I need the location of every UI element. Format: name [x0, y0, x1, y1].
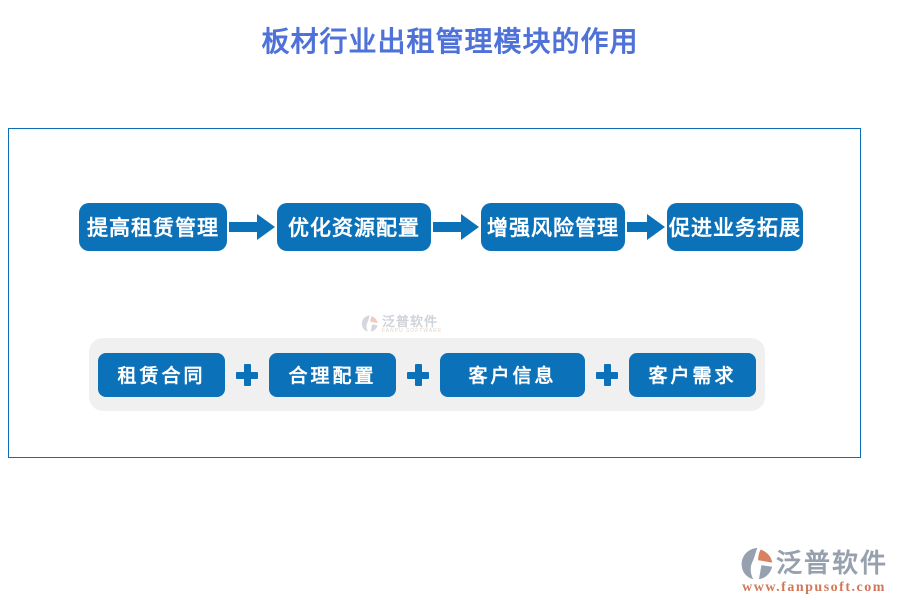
module-item-2: 合理配置 — [269, 352, 396, 397]
flow-step-4: 促进业务拓展 — [667, 203, 803, 251]
diagram-frame: 提高租赁管理 优化资源配置 增强风险管理 促进业务拓展 泛普软件 FANPU S… — [8, 128, 861, 458]
fanpu-logo-icon — [741, 547, 773, 580]
module-item-1: 租赁合同 — [98, 352, 225, 397]
fanpu-logo-icon — [361, 315, 378, 332]
module-item-4: 客户需求 — [629, 352, 756, 397]
watermark: 泛普软件 FANPU SOFTWARE — [361, 315, 442, 334]
brand-name: 泛普软件 — [775, 548, 888, 578]
page-title: 板材行业出租管理模块的作用 — [261, 27, 639, 58]
plus-icon — [407, 363, 429, 386]
benefit-flow-row: 提高租赁管理 优化资源配置 增强风险管理 促进业务拓展 — [79, 203, 803, 251]
watermark-text: 泛普软件 FANPU SOFTWARE — [382, 315, 442, 334]
arrow-right-icon — [433, 214, 479, 240]
flow-step-3: 增强风险管理 — [481, 203, 625, 251]
brand-footer: 泛普软件 www.fanpusoft.com — [740, 547, 888, 596]
brand-url: www.fanpusoft.com — [742, 580, 886, 595]
arrow-right-icon — [229, 214, 275, 240]
flow-step-1: 提高租赁管理 — [79, 203, 227, 251]
plus-icon — [596, 363, 618, 386]
watermark-name: 泛普软件 — [382, 314, 439, 329]
arrow-right-icon — [627, 214, 665, 240]
flow-step-2: 优化资源配置 — [277, 203, 431, 251]
brand-lockup: 泛普软件 — [740, 547, 888, 580]
watermark-subtitle: FANPU SOFTWARE — [382, 328, 443, 334]
plus-icon — [236, 363, 258, 386]
module-panel: 租赁合同 合理配置 客户信息 客户需求 — [89, 338, 765, 411]
module-item-3: 客户信息 — [440, 352, 585, 397]
